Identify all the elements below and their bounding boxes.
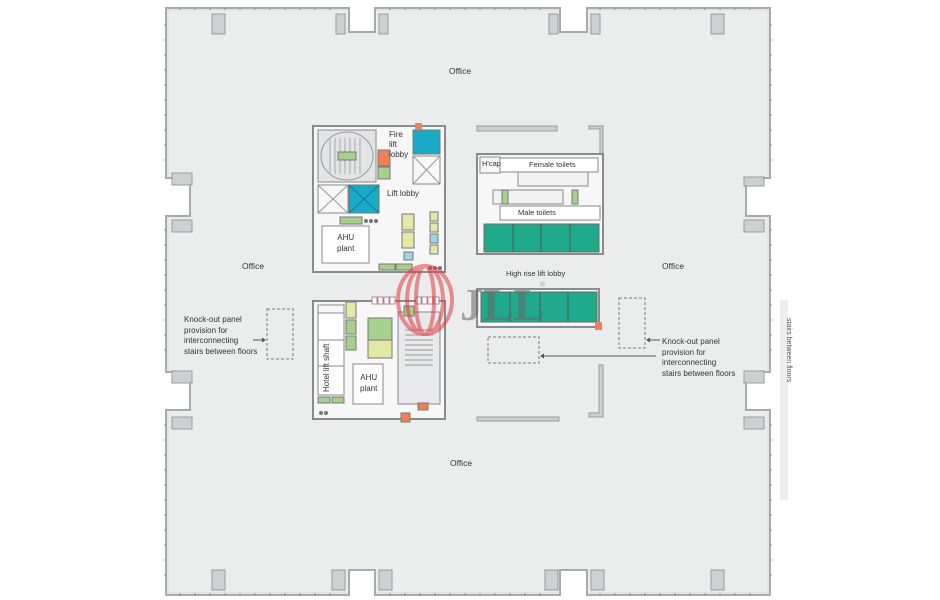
perimeter-columns xyxy=(171,13,765,591)
label-female-toilets: Female toilets xyxy=(529,160,576,169)
high-rise-lift-bank xyxy=(476,288,602,330)
jll-watermark: JLL ® xyxy=(396,264,546,336)
core-upper-right xyxy=(476,125,604,255)
svg-text:JLL: JLL xyxy=(460,279,544,330)
label-office-left: Office xyxy=(242,261,265,271)
label-office-right: Office xyxy=(662,261,685,271)
label-fire-lift-lobby: Fire lift lobby xyxy=(389,130,409,159)
label-office-top: Office xyxy=(449,66,472,76)
label-ahu-plant-lower: AHU plant xyxy=(360,373,378,393)
label-edge-cutoff: stairs between floors xyxy=(785,318,792,383)
label-lift-lobby: Lift lobby xyxy=(387,189,420,198)
knockout-panels xyxy=(266,297,646,364)
core-lower-left xyxy=(312,296,446,423)
lower-walls xyxy=(476,364,604,422)
svg-text:®: ® xyxy=(540,281,546,289)
perimeter-mullions xyxy=(164,7,772,596)
label-office-bottom: Office xyxy=(450,458,473,468)
label-hotel-lift-shaft: Hotel lift shaft xyxy=(322,343,331,392)
label-knockout-right: Knock-out panel provision for interconne… xyxy=(662,337,736,378)
knockout-arrows xyxy=(253,337,660,359)
core-upper-left xyxy=(312,123,446,273)
label-knockout-left: Knock-out panel provision for interconne… xyxy=(184,315,258,356)
label-hcap: H'cap xyxy=(482,159,501,168)
edge-strip xyxy=(780,300,788,500)
label-ahu-plant-upper: AHU plant xyxy=(337,233,355,253)
label-high-rise-lift-lobby: High rise lift lobby xyxy=(506,269,566,278)
label-male-toilets: Male toilets xyxy=(518,208,556,217)
